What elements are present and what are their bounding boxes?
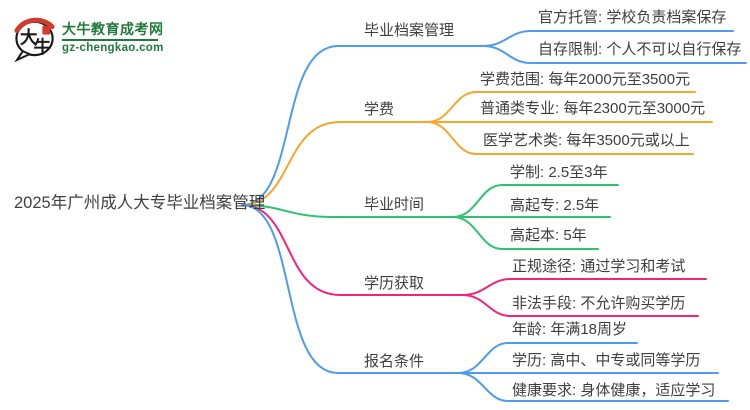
- branch-label-enrollment-requirements: 报名条件: [364, 353, 425, 370]
- subtopic-self-keep-limit: 自存限制: 个人不可以自行保存: [538, 41, 742, 58]
- logo-site-url: gz-chengkao.com: [62, 41, 164, 54]
- subtopic-edu-requirement: 学历: 高中、中专或同等学历: [512, 352, 701, 369]
- branch-3-connector: [241, 184, 619, 250]
- site-logo: 大 牛 大牛教育成考网 gz-chengkao.com: [12, 13, 164, 62]
- logo-text-block: 大牛教育成考网 gz-chengkao.com: [62, 21, 164, 55]
- daniu-logo-icon: 大 牛: [14, 17, 55, 62]
- branch-1-connector: [241, 30, 747, 206]
- subtopic-official-custody: 官方托管: 学校负责档案保存: [538, 9, 727, 26]
- subtopic-study-length: 学制: 2.5至3年: [510, 164, 608, 181]
- branch-label-archive-management: 毕业档案管理: [364, 22, 455, 39]
- logo-char-2: 牛: [34, 37, 52, 57]
- branch-5-connector: [241, 204, 729, 402]
- subtopic-legit-path: 正规途径: 通过学习和考试: [512, 258, 686, 275]
- subtopic-health-requirement: 健康要求: 身体健康，适应学习: [512, 382, 716, 399]
- branch-2-connector: [241, 91, 713, 206]
- subtopic-gaoqizhuan: 高起专: 2.5年: [510, 197, 600, 214]
- subtopic-tuition-range: 学费范围: 每年2000元至3500元: [480, 71, 691, 88]
- branch-label-diploma-acquisition: 学历获取: [364, 275, 425, 292]
- subtopic-age-requirement: 年龄: 年满18周岁: [512, 321, 628, 338]
- subtopic-illegal-means: 非法手段: 不允许购买学历: [512, 295, 686, 312]
- root-node: 2025年广州成人大专毕业档案管理: [14, 194, 266, 212]
- branch-label-tuition: 学费: [364, 101, 395, 118]
- subtopic-medical-art-majors: 医学艺术类: 每年3500元或以上: [483, 132, 690, 149]
- logo-site-name: 大牛教育成考网: [62, 20, 164, 37]
- logo-divider: [62, 38, 158, 41]
- subtopic-general-majors: 普通类专业: 每年2300元至3000元: [480, 100, 706, 117]
- branch-label-graduation-time: 毕业时间: [364, 196, 425, 213]
- subtopic-gaoqiben: 高起本: 5年: [510, 227, 587, 244]
- branch-4-connector: [241, 204, 707, 317]
- logo-char-1: 大: [20, 27, 38, 47]
